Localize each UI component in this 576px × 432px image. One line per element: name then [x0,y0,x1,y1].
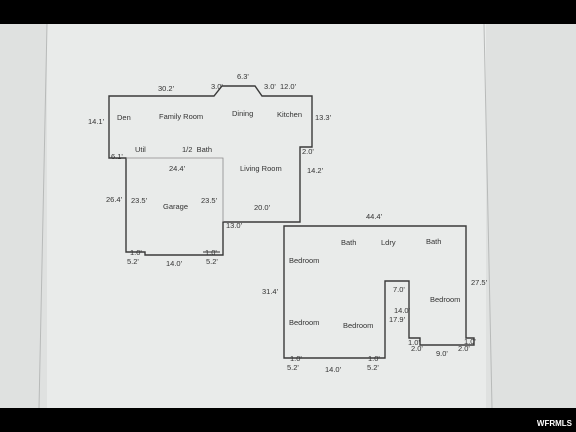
dim-top-right: 12.0' [280,82,297,91]
dim-bay-right: 3.0' [264,82,276,91]
dim-bay-left: 3.0' [211,82,223,91]
dim-bottom-left: 5.2' [127,257,139,266]
dim-stair-inner-side: 17.9' [389,315,406,324]
room-dining: Dining [232,109,253,118]
dim-notch-left-top: 1.0' [130,248,142,257]
room-bedroom-center: Bedroom [343,321,373,330]
main-floor-outline [108,85,313,256]
dim-lower-notch-left-top: 1.0' [290,354,302,363]
dim-garage-top: 24.4' [169,164,186,173]
dim-right-mid: 14.2' [307,166,324,175]
room-bedroom-top-left: Bedroom [289,256,319,265]
dim-left-top: 14.1' [88,117,105,126]
paper-sheet [0,24,576,408]
room-kitchen: Kitchen [277,110,302,119]
room-bedroom-right: Bedroom [430,295,460,304]
room-garage: Garage [163,202,188,211]
dim-garage-right-inner: 23.5' [201,196,218,205]
dim-garage-left-inner: 23.5' [131,196,148,205]
lower-floor-outline [283,225,475,359]
dim-lower-bottom-mid: 14.0' [325,365,342,374]
watermark: WFRMLS [537,419,573,428]
room-den: Den [117,113,131,122]
dim-right-notch-top: 1.0' [408,338,420,347]
dim-right-bottom-mid: 9.0' [436,349,448,358]
dim-garage-right-outer: 13.0' [226,221,243,230]
lower-floor [283,225,475,359]
dim-top-left: 30.2' [158,84,175,93]
dim-garage-left-outer: 26.4' [106,195,123,204]
page-edge-left [38,23,48,409]
garage-top-wall [126,157,224,222]
dim-lower-right: 27.5' [471,278,488,287]
dim-right-top: 13.3' [315,113,332,122]
dim-stair-inner-top: 14.0' [394,306,411,315]
room-bedroom-bottom-left: Bedroom [289,318,319,327]
room-bath-right: Bath [426,237,441,246]
dim-bottom-mid: 14.0' [166,259,183,268]
dim-lower-bottom-left: 5.2' [287,363,299,372]
room-family-room: Family Room [159,112,203,121]
dim-right-notch-right-top: 1.0' [464,337,476,346]
dim-lower-left: 31.4' [262,287,279,296]
room-living-room: Living Room [240,164,282,173]
paper-right-margin [486,24,576,408]
dim-notch-right-top: 1.0' [205,248,217,257]
room-util: Util [135,145,146,154]
dim-stair-top: 7.0' [393,285,405,294]
main-floor [108,85,313,256]
dim-right-bottom-right: 2.0' [458,344,470,353]
room-laundry: Ldry [381,238,396,247]
dim-lower-bottom-right: 5.2' [367,363,379,372]
paper-left-margin [0,24,47,408]
dim-lower-notch-right-top: 1.0' [368,354,380,363]
room-half-bath: 1/2 Bath [182,145,212,154]
dim-right-notch-left: 2.0' [411,344,423,353]
dim-bay-top: 6.3' [237,72,249,81]
dim-bottom-right: 5.2' [206,257,218,266]
page-edge-right [483,23,493,409]
dim-lower-top: 44.4' [366,212,383,221]
dim-right-step: 2.0' [302,147,314,156]
room-bath-left: Bath [341,238,356,247]
dim-living-bottom: 20.0' [254,203,271,212]
dim-util-step: 6.1' [111,152,123,161]
